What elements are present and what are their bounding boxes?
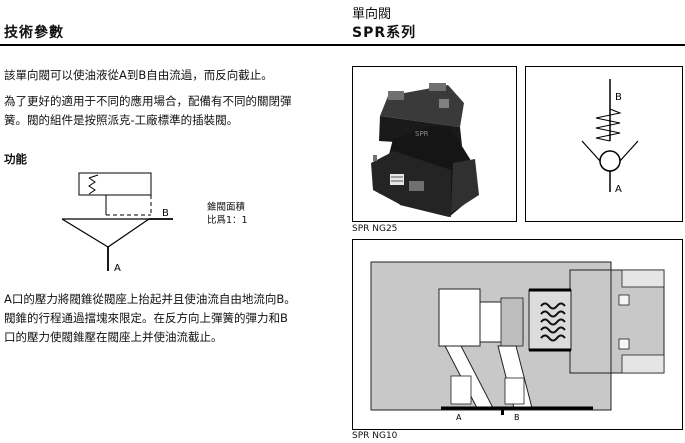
cross-section-drawing: A B xyxy=(370,261,665,422)
intro-line-1: 該單向閥可以使油液從A到B自由流過，而反向截止。 xyxy=(4,68,273,82)
intro-paragraph-1: 該單向閥可以使油液從A到B自由流過，而反向截止。 xyxy=(4,66,344,85)
section-title: 技術參數 xyxy=(4,25,64,41)
photo-caption: SPR NG25 xyxy=(352,224,398,234)
check-valve-symbol: B A xyxy=(581,79,639,195)
function-description: A口的壓力將閥錐從閥座上抬起并且使油流自由地流向B。 閥錐的行程通過擋塊來限定。… xyxy=(4,290,344,347)
function-port-a: A xyxy=(114,263,121,274)
cross-section-panel: A B xyxy=(352,239,683,430)
product-title: 單向閥 xyxy=(352,7,392,22)
section-port-a: A xyxy=(456,413,462,422)
function-desc-line-2: 閥錐的行程通過擋塊來限定。在反方向上彈簧的彈力和B xyxy=(4,311,288,325)
intro-line-2b: 簧。閥的組件是按照派克-工廠標準的插裝閥。 xyxy=(4,113,239,127)
section-caption: SPR NG10 xyxy=(352,431,398,441)
poppet-area-line-1: 錐閥面積 xyxy=(207,202,246,213)
header-rule xyxy=(0,44,685,46)
photo-casting-mark: SPR xyxy=(415,130,429,138)
valve-photo: SPR xyxy=(371,83,479,217)
section-port-b: B xyxy=(514,413,520,422)
product-series: SPR系列 xyxy=(352,25,417,41)
function-heading: 功能 xyxy=(4,152,27,166)
intro-paragraph-2: 為了更好的適用于不同的應用場合，配備有不同的關閉彈 簧。閥的組件是按照派克-工廠… xyxy=(4,92,344,130)
valve-photo-panel: SPR xyxy=(352,66,517,222)
function-desc-line-3: 口的壓力使閥錐壓在閥座上并使油流截止。 xyxy=(4,330,223,344)
poppet-area-label: 錐閥面積 比爲1：1 xyxy=(207,201,248,227)
symbol-port-b: B xyxy=(615,92,622,103)
intro-line-2a: 為了更好的適用于不同的應用場合，配備有不同的關閉彈 xyxy=(4,94,292,108)
poppet-area-line-2: 比爲1：1 xyxy=(207,215,248,226)
valve-symbol-panel: B A xyxy=(525,66,683,222)
function-port-b: B xyxy=(162,208,169,219)
function-diagram: B A xyxy=(61,172,173,274)
symbol-port-a: A xyxy=(615,184,622,195)
function-desc-line-1: A口的壓力將閥錐從閥座上抬起并且使油流自由地流向B。 xyxy=(4,292,296,306)
